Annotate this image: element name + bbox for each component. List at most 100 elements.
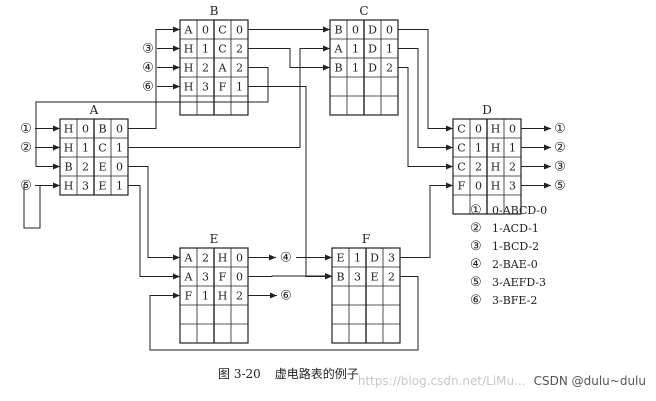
table-cell: 3: [202, 81, 209, 94]
legend-entry: 0-ABCD-0: [492, 204, 547, 217]
port-d-out-2: ②: [554, 141, 566, 156]
connection-line: [248, 273, 332, 279]
legend-entry: 3-BFE-2: [492, 294, 537, 307]
table-cell: 2: [236, 62, 243, 75]
port-b-in-6: ⑥: [142, 80, 154, 95]
table-cell: 2: [82, 161, 89, 174]
table-cell: B: [334, 62, 342, 75]
port-e-out-4: ④: [280, 251, 292, 266]
table-cell: 1: [352, 43, 359, 56]
connection-line: [128, 45, 330, 148]
table-d-title: D: [482, 103, 492, 117]
legend-entry: 1-BCD-2: [492, 240, 539, 253]
table-cell: 0: [116, 123, 123, 136]
port-b-in-4: ④: [142, 61, 154, 76]
table-cell: 0: [202, 24, 209, 37]
table-cell: F: [219, 81, 227, 94]
caption-figure-number: 图 3-20: [218, 367, 261, 381]
table-cell: 0: [116, 161, 123, 174]
connection-line: [128, 26, 180, 129]
legend-number: ①: [470, 203, 482, 218]
table-cell: B: [336, 271, 344, 284]
table-cell: B: [98, 123, 106, 136]
table-cell: C: [457, 161, 465, 174]
table-cell: 2: [475, 161, 482, 174]
table-cell: 0: [236, 24, 243, 37]
table-cell: 0: [236, 271, 243, 284]
table-cell: 1: [202, 290, 209, 303]
table-cell: 1: [82, 142, 89, 155]
table-cell: C: [218, 43, 226, 56]
table-cell: 1: [386, 43, 393, 56]
table-cell: H: [491, 123, 501, 136]
connection-line: [398, 48, 453, 151]
port-a-in-2: ②: [20, 141, 32, 156]
table-cell: A: [334, 43, 344, 56]
table-cell: A: [184, 271, 194, 284]
table-b-title: B: [210, 4, 219, 18]
legend-number: ④: [470, 257, 482, 272]
table-cell: 2: [202, 62, 209, 75]
port-e-out-6: ⑥: [280, 289, 292, 304]
connection-line: [248, 86, 332, 280]
table-cell: B: [334, 24, 342, 37]
table-cell: C: [457, 123, 465, 136]
table-cell: F: [219, 271, 227, 284]
port-a-in-5: ⑤: [20, 179, 32, 194]
connection-line: [128, 185, 180, 280]
port-d-out-1: ①: [554, 122, 566, 137]
table-cell: H: [218, 290, 228, 303]
table-cell: F: [458, 180, 466, 193]
port-d-out-3: ③: [554, 160, 566, 175]
table-cell: H: [491, 161, 501, 174]
table-cell: 3: [82, 180, 89, 193]
table-cell: H: [64, 180, 74, 193]
table-cell: H: [491, 180, 501, 193]
table-cell: A: [184, 24, 194, 37]
table-cell: A: [218, 62, 228, 75]
table-a-title: A: [89, 103, 99, 117]
port-b-in-3: ③: [142, 42, 154, 57]
table-cell: D: [368, 24, 377, 37]
table-cell: 0: [386, 24, 393, 37]
watermark-url: https://blog.csdn.net/LiMu...: [357, 374, 526, 388]
table-cell: F: [185, 290, 193, 303]
table-cell: D: [368, 43, 377, 56]
legend-number: ⑤: [470, 275, 482, 290]
table-cell: H: [64, 123, 74, 136]
port-labels: ① ② ⑤ ③ ④ ⑥ ① ② ③ ⑤ ④ ⑥: [20, 42, 566, 304]
table-cell: 3: [388, 252, 395, 265]
table-cell: H: [184, 62, 194, 75]
table-cell: H: [218, 252, 228, 265]
connection-line: [128, 166, 180, 261]
table-cell: H: [491, 142, 501, 155]
table-cell: E: [370, 271, 378, 284]
table-c-title: C: [359, 4, 368, 18]
table-cell: H: [184, 43, 194, 56]
table-cell: 2: [388, 271, 395, 284]
table-cell: 1: [475, 142, 482, 155]
table-cell: E: [98, 161, 106, 174]
table-e-title: E: [210, 232, 219, 246]
table-cell: 0: [236, 252, 243, 265]
table-cell: 0: [475, 180, 482, 193]
table-cell: E: [98, 180, 106, 193]
watermark: https://blog.csdn.net/LiMu... CSDN @dulu~…: [358, 374, 646, 388]
watermark-author: CSDN @dulu~dulu: [533, 374, 646, 388]
connection-line: [149, 276, 419, 351]
table-cell: H: [184, 81, 194, 94]
table-cell: 2: [236, 43, 243, 56]
table-cell: A: [184, 252, 194, 265]
table-cell: E: [336, 252, 344, 265]
table-cell: 1: [509, 142, 516, 155]
table-cell: C: [457, 142, 465, 155]
